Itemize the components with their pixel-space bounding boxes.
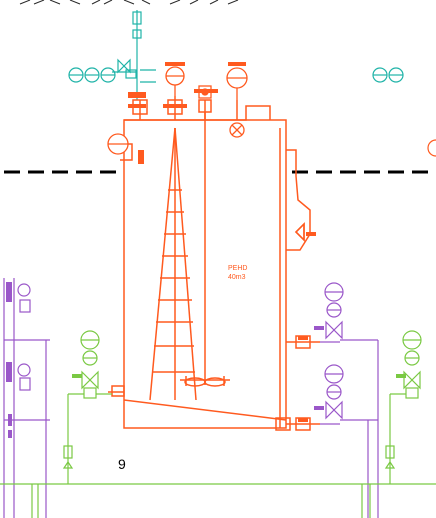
green-instruments bbox=[80, 330, 422, 399]
air-supply-line bbox=[68, 10, 404, 100]
vessel-label-line2: 40m3 bbox=[228, 274, 246, 281]
vessel-label-line1: PEHD bbox=[228, 265, 247, 272]
purple-instruments bbox=[17, 282, 344, 420]
purple-tags bbox=[6, 282, 324, 438]
vessel bbox=[108, 96, 320, 431]
edge-instrument bbox=[427, 139, 436, 157]
green-piping bbox=[0, 393, 436, 518]
vessel-instruments bbox=[107, 66, 248, 155]
green-tags bbox=[72, 374, 406, 378]
mixer-icon bbox=[229, 122, 245, 138]
purple-piping bbox=[3, 278, 379, 518]
unit-number: 9 bbox=[118, 456, 126, 472]
top-piping-fragment bbox=[19, 0, 239, 5]
orange-small-tags bbox=[128, 62, 316, 422]
